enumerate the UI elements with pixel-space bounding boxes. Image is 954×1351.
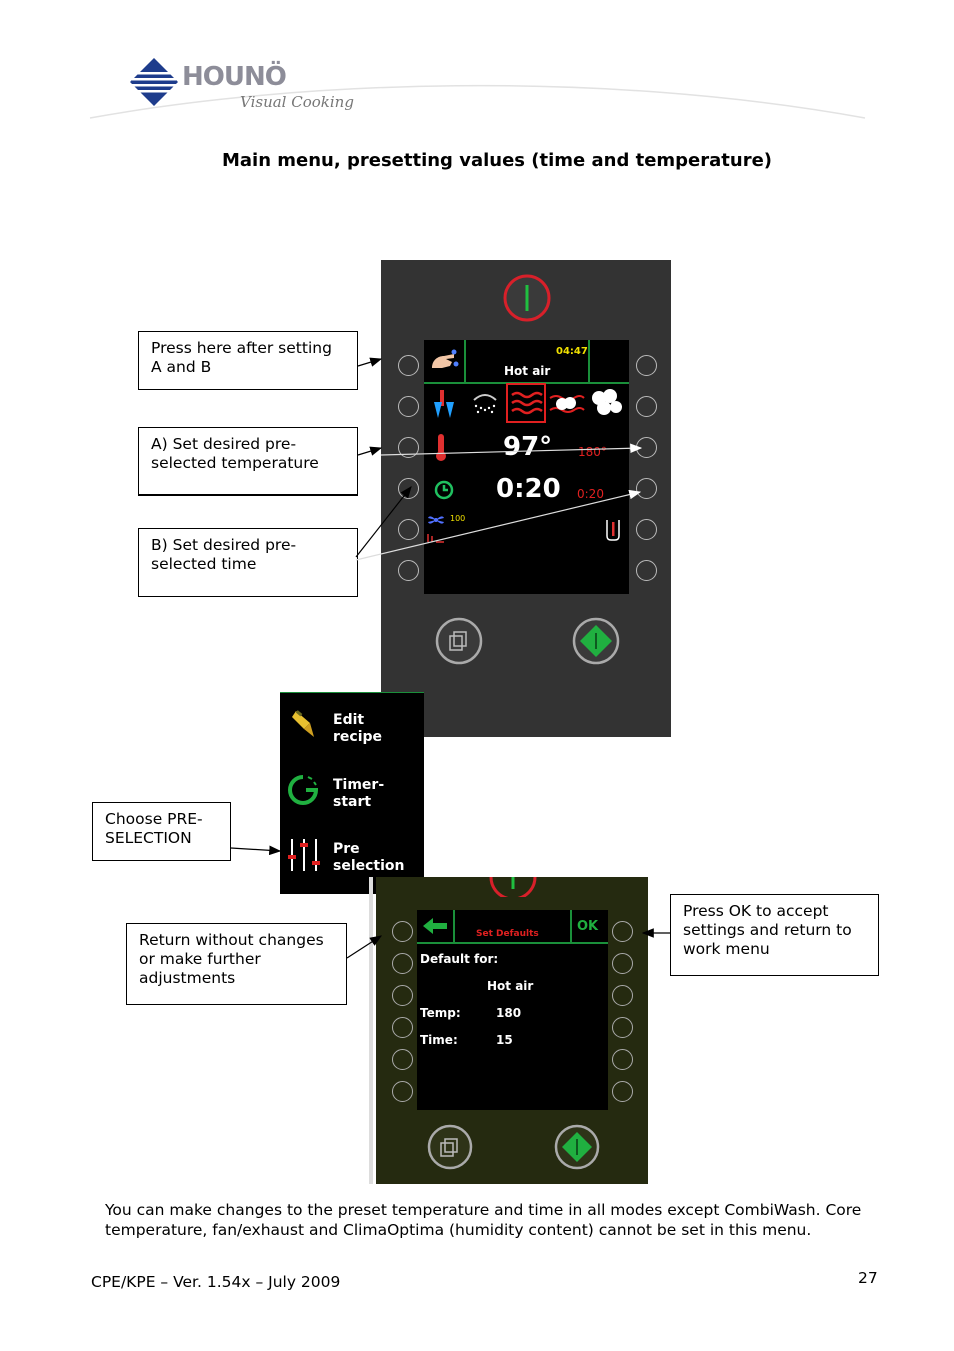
side-button-left-3[interactable]	[398, 437, 419, 458]
temperature-setpoint: 180°	[578, 445, 607, 459]
pen-icon[interactable]	[290, 709, 320, 747]
side-button-left-3b[interactable]	[392, 985, 413, 1006]
hounoe-logo-icon	[130, 58, 178, 106]
screen-title: Set Defaults	[476, 929, 539, 939]
page-title: Main menu, presetting values (time and t…	[221, 150, 773, 171]
timer-icon[interactable]	[286, 773, 320, 807]
clock-icon[interactable]	[434, 480, 454, 500]
side-button-left-1b[interactable]	[392, 921, 413, 942]
time-label: Time:	[420, 1033, 458, 1047]
steam-icon[interactable]	[590, 388, 624, 418]
work-menu-screen: 04:47 Hot air 97° 180° 0:20 0:20 100	[424, 340, 629, 594]
cool-down-icon[interactable]	[430, 388, 458, 420]
set-defaults-screen: Set Defaults OK Default for: Hot air Tem…	[417, 910, 608, 1110]
recipe-book-button-2[interactable]	[425, 1123, 475, 1171]
temp-value[interactable]: 180	[496, 1006, 522, 1020]
recipe-book-button[interactable]	[433, 616, 485, 666]
callout-set-temperature: A) Set desired pre-selected temperature	[138, 427, 358, 496]
side-button-right-2b[interactable]	[612, 953, 633, 974]
callout-set-time: B) Set desired pre-selected time	[138, 528, 358, 597]
callout-choose-preselection: Choose PRE-SELECTION	[92, 802, 231, 861]
temperature-readout: 97°	[503, 432, 553, 462]
default-for-label: Default for:	[420, 952, 499, 966]
side-button-right-5b[interactable]	[612, 1049, 633, 1070]
body-paragraph: You can make changes to the preset tempe…	[105, 1201, 862, 1239]
exhaust-icon[interactable]	[426, 532, 446, 544]
callout-return: Return without changes or make further a…	[126, 923, 347, 1005]
side-button-right-3b[interactable]	[612, 985, 633, 1006]
page-number: 27	[858, 1269, 878, 1287]
logo-tagline: Visual Cooking	[240, 93, 354, 111]
side-button-right-1[interactable]	[636, 355, 657, 376]
back-arrow-icon[interactable]	[423, 918, 449, 934]
menu-item-timer-start[interactable]: Timer-start	[333, 777, 385, 810]
side-button-left-4b[interactable]	[392, 1017, 413, 1038]
power-button-partial[interactable]	[488, 877, 538, 897]
fan-icon[interactable]	[426, 512, 446, 528]
hand-icon[interactable]	[428, 344, 462, 378]
sliders-icon[interactable]	[284, 837, 324, 873]
mode-label: Hot air	[504, 364, 551, 378]
time-readout: 0:20	[496, 474, 561, 504]
side-button-left-5[interactable]	[398, 519, 419, 540]
side-button-left-2b[interactable]	[392, 953, 413, 974]
side-button-left-6b[interactable]	[392, 1081, 413, 1102]
time-setpoint: 0:20	[577, 487, 604, 501]
temp-label: Temp:	[420, 1006, 461, 1020]
callout-press-here: Press here after setting A and B	[138, 331, 358, 390]
side-button-left-1[interactable]	[398, 355, 419, 376]
shower-icon[interactable]	[468, 390, 502, 416]
start-button-2[interactable]	[552, 1123, 602, 1171]
side-button-right-2[interactable]	[636, 396, 657, 417]
header-swoosh	[89, 84, 866, 119]
clock-readout: 04:47	[556, 346, 588, 357]
side-button-left-6[interactable]	[398, 560, 419, 581]
hot-air-icon[interactable]	[506, 383, 546, 423]
side-button-right-6b[interactable]	[612, 1081, 633, 1102]
fan-value: 100	[450, 514, 466, 523]
ok-button[interactable]: OK	[577, 919, 599, 934]
side-button-left-2[interactable]	[398, 396, 419, 417]
thermometer-icon[interactable]	[434, 432, 448, 462]
side-button-right-6[interactable]	[636, 560, 657, 581]
side-button-right-3[interactable]	[636, 437, 657, 458]
core-probe-icon[interactable]	[604, 518, 622, 542]
side-button-right-1b[interactable]	[612, 921, 633, 942]
logo-name: HOUNÖ	[182, 62, 287, 92]
side-button-right-4[interactable]	[636, 478, 657, 499]
default-mode: Hot air	[487, 979, 534, 993]
callout-press-ok: Press OK to accept settings and return t…	[670, 894, 879, 976]
side-button-left-5b[interactable]	[392, 1049, 413, 1070]
power-button[interactable]	[500, 273, 554, 323]
side-button-right-5[interactable]	[636, 519, 657, 540]
footer-version: CPE/KPE – Ver. 1.54x – July 2009	[91, 1273, 341, 1291]
time-value[interactable]: 15	[496, 1033, 513, 1047]
side-button-left-4[interactable]	[398, 478, 419, 499]
combi-icon[interactable]	[548, 390, 586, 418]
side-button-right-4b[interactable]	[612, 1017, 633, 1038]
start-button[interactable]	[570, 616, 622, 666]
